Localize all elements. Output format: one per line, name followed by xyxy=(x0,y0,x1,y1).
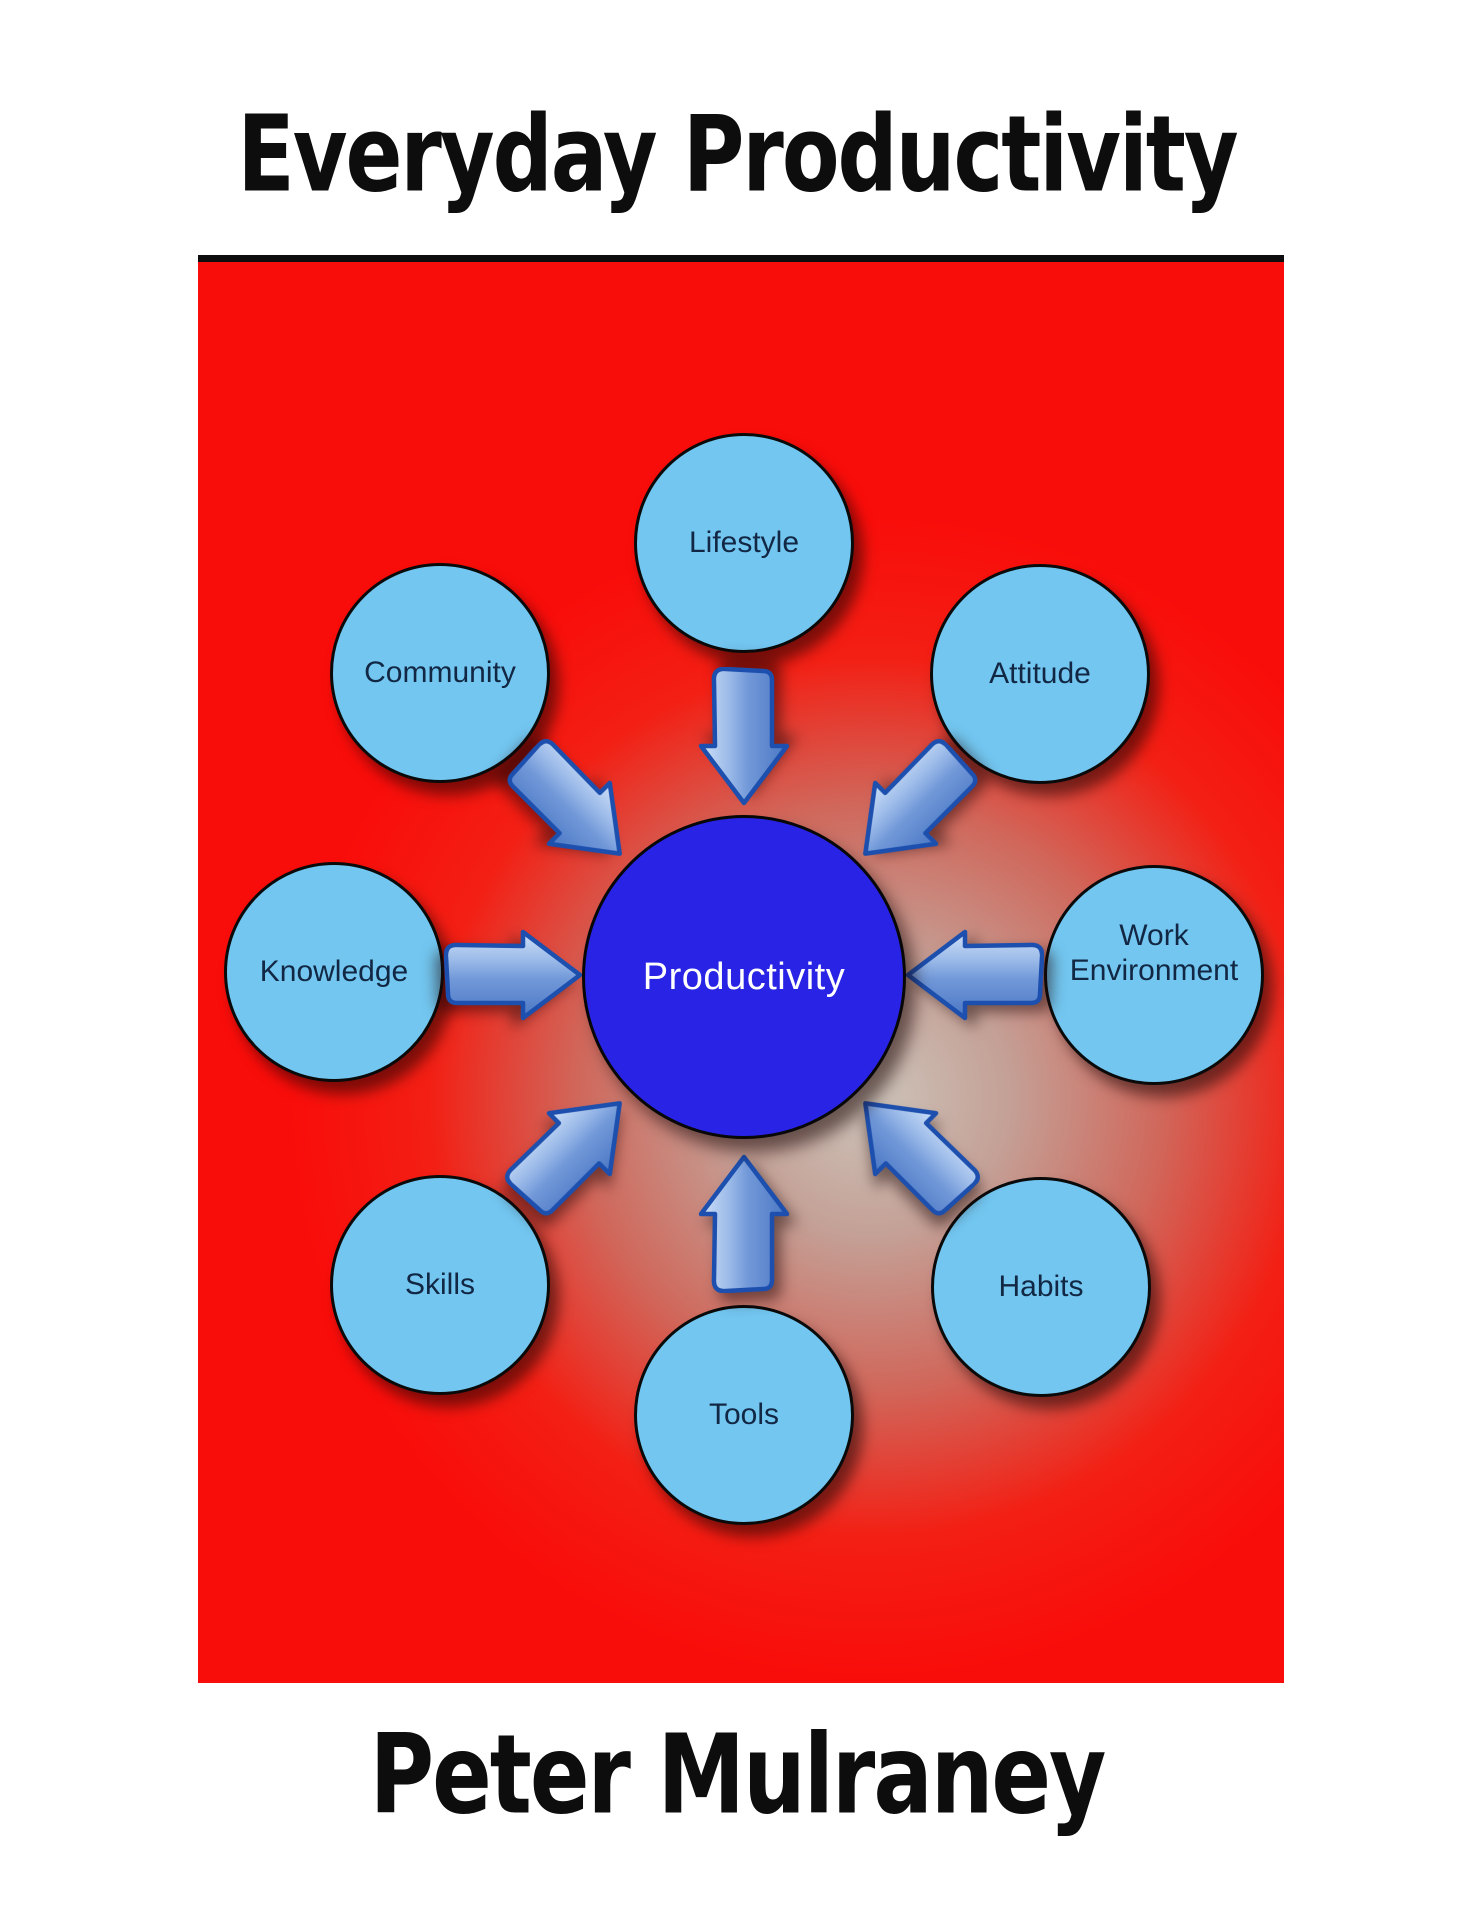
node-productivity-hub: Productivity xyxy=(582,815,906,1139)
arrow-lifestyle-to-productivity xyxy=(698,667,790,807)
node-work-environment: Work Environment xyxy=(1044,865,1264,1085)
node-knowledge-label: Knowledge xyxy=(259,955,409,989)
node-community-label: Community xyxy=(364,656,516,690)
block-arrow-icon xyxy=(444,929,584,1021)
node-knowledge: Knowledge xyxy=(224,862,444,1082)
node-lifestyle-label: Lifestyle xyxy=(688,526,800,560)
node-tools: Tools xyxy=(634,1305,854,1525)
block-arrow-icon xyxy=(904,929,1044,1021)
arrow-work-environment-to-productivity xyxy=(904,929,1044,1021)
node-tools-label: Tools xyxy=(708,1398,780,1432)
author-name: Peter Mulraney xyxy=(369,1710,1107,1839)
node-attitude: Attitude xyxy=(930,564,1150,784)
diagram-panel: Lifestyle Community Attitude Knowledge W… xyxy=(198,255,1284,1683)
node-productivity-label: Productivity xyxy=(642,955,846,998)
node-skills-label: Skills xyxy=(404,1268,475,1302)
node-habits: Habits xyxy=(931,1177,1151,1397)
node-attitude-label: Attitude xyxy=(989,657,1091,691)
block-arrow-icon xyxy=(698,1153,790,1293)
book-title: Everyday Productivity xyxy=(237,92,1238,216)
node-community: Community xyxy=(330,563,550,783)
block-arrow-icon xyxy=(698,667,790,807)
arrow-tools-to-productivity xyxy=(698,1153,790,1293)
node-lifestyle: Lifestyle xyxy=(634,433,854,653)
arrow-knowledge-to-productivity xyxy=(444,929,584,1021)
node-work-environment-label: Work Environment xyxy=(1069,918,1239,987)
node-habits-label: Habits xyxy=(998,1270,1084,1304)
node-skills: Skills xyxy=(330,1175,550,1395)
